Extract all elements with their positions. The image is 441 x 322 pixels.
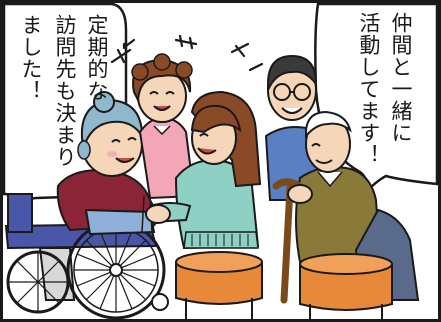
left-bubble-line-1: 定期的な (85, 14, 109, 102)
left-bubble-line-3: ました！ (19, 14, 43, 102)
wheelchair (4, 193, 169, 320)
left-bubble-line-2: 訪問先も決まり (53, 14, 77, 168)
right-bubble-line-2: 活動してます！ (357, 12, 381, 166)
caregiver-woman-teal-sweater (145, 90, 262, 250)
sparkle-crosses-icon (110, 34, 264, 72)
right-bubble-line-1: 仲間と一緒に (389, 12, 413, 144)
elderly-man-with-cane (272, 110, 420, 304)
elderly-woman-in-wheelchair (56, 91, 162, 236)
orange-stools (175, 251, 393, 320)
